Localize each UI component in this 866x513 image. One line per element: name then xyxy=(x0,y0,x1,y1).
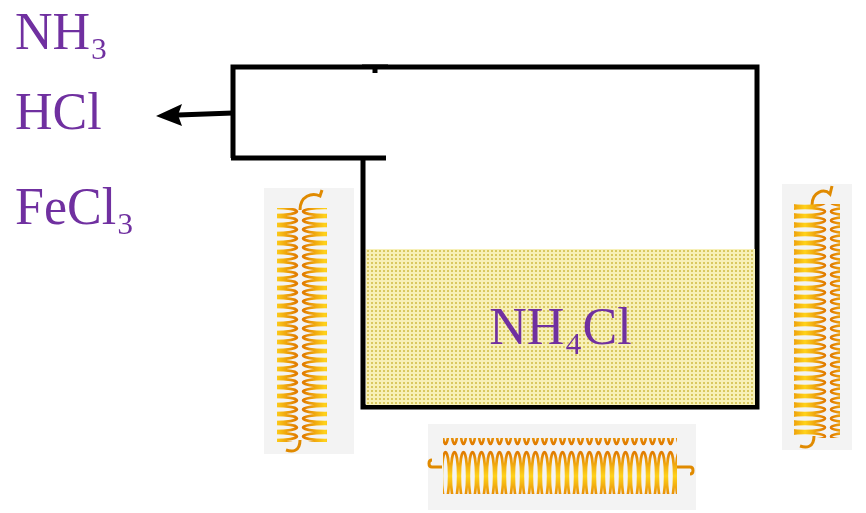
coil-ground xyxy=(264,188,354,454)
coil-lead xyxy=(812,186,832,205)
product-label: HCl xyxy=(15,86,102,138)
heater-coil xyxy=(794,204,840,438)
coil-lead xyxy=(677,467,693,474)
outlet-arrowhead xyxy=(156,104,182,126)
heater-coil xyxy=(443,438,677,494)
vessel-interior xyxy=(233,67,757,407)
outlet-arrow-line xyxy=(178,113,233,115)
coil-ground xyxy=(782,184,852,450)
liquid-band: NH₄Cl xyxy=(366,249,755,405)
coil-lead xyxy=(300,190,322,210)
coil-lead xyxy=(429,460,442,467)
product-label: FeCl₃ xyxy=(15,181,134,233)
outlet-pipe-wall xyxy=(231,156,386,161)
coil-lead xyxy=(800,436,814,447)
outlet-tick xyxy=(362,65,388,68)
vessel-outline xyxy=(233,67,757,407)
product-label: NH₃ xyxy=(15,6,108,58)
coil-lead xyxy=(286,440,300,451)
substance-label: NH₄Cl xyxy=(489,298,631,355)
coil-ground xyxy=(428,424,696,510)
heater-coil xyxy=(277,208,327,442)
